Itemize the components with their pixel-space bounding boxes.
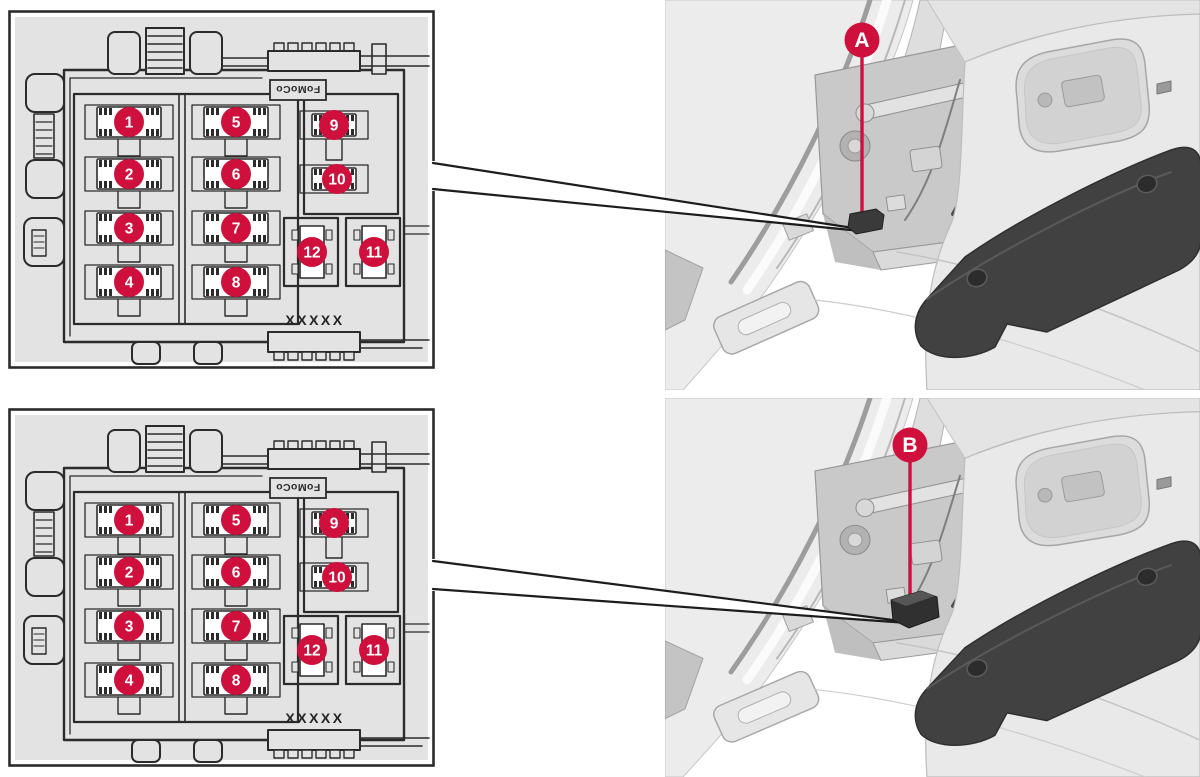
fusebox-panel-top [8, 10, 435, 369]
figure-row-bottom [0, 398, 1200, 777]
figure-row-top [0, 0, 1200, 390]
car-illustration-top [665, 0, 1200, 390]
fusebox-panel-bottom [8, 408, 435, 767]
car-illustration-bottom [665, 398, 1200, 777]
